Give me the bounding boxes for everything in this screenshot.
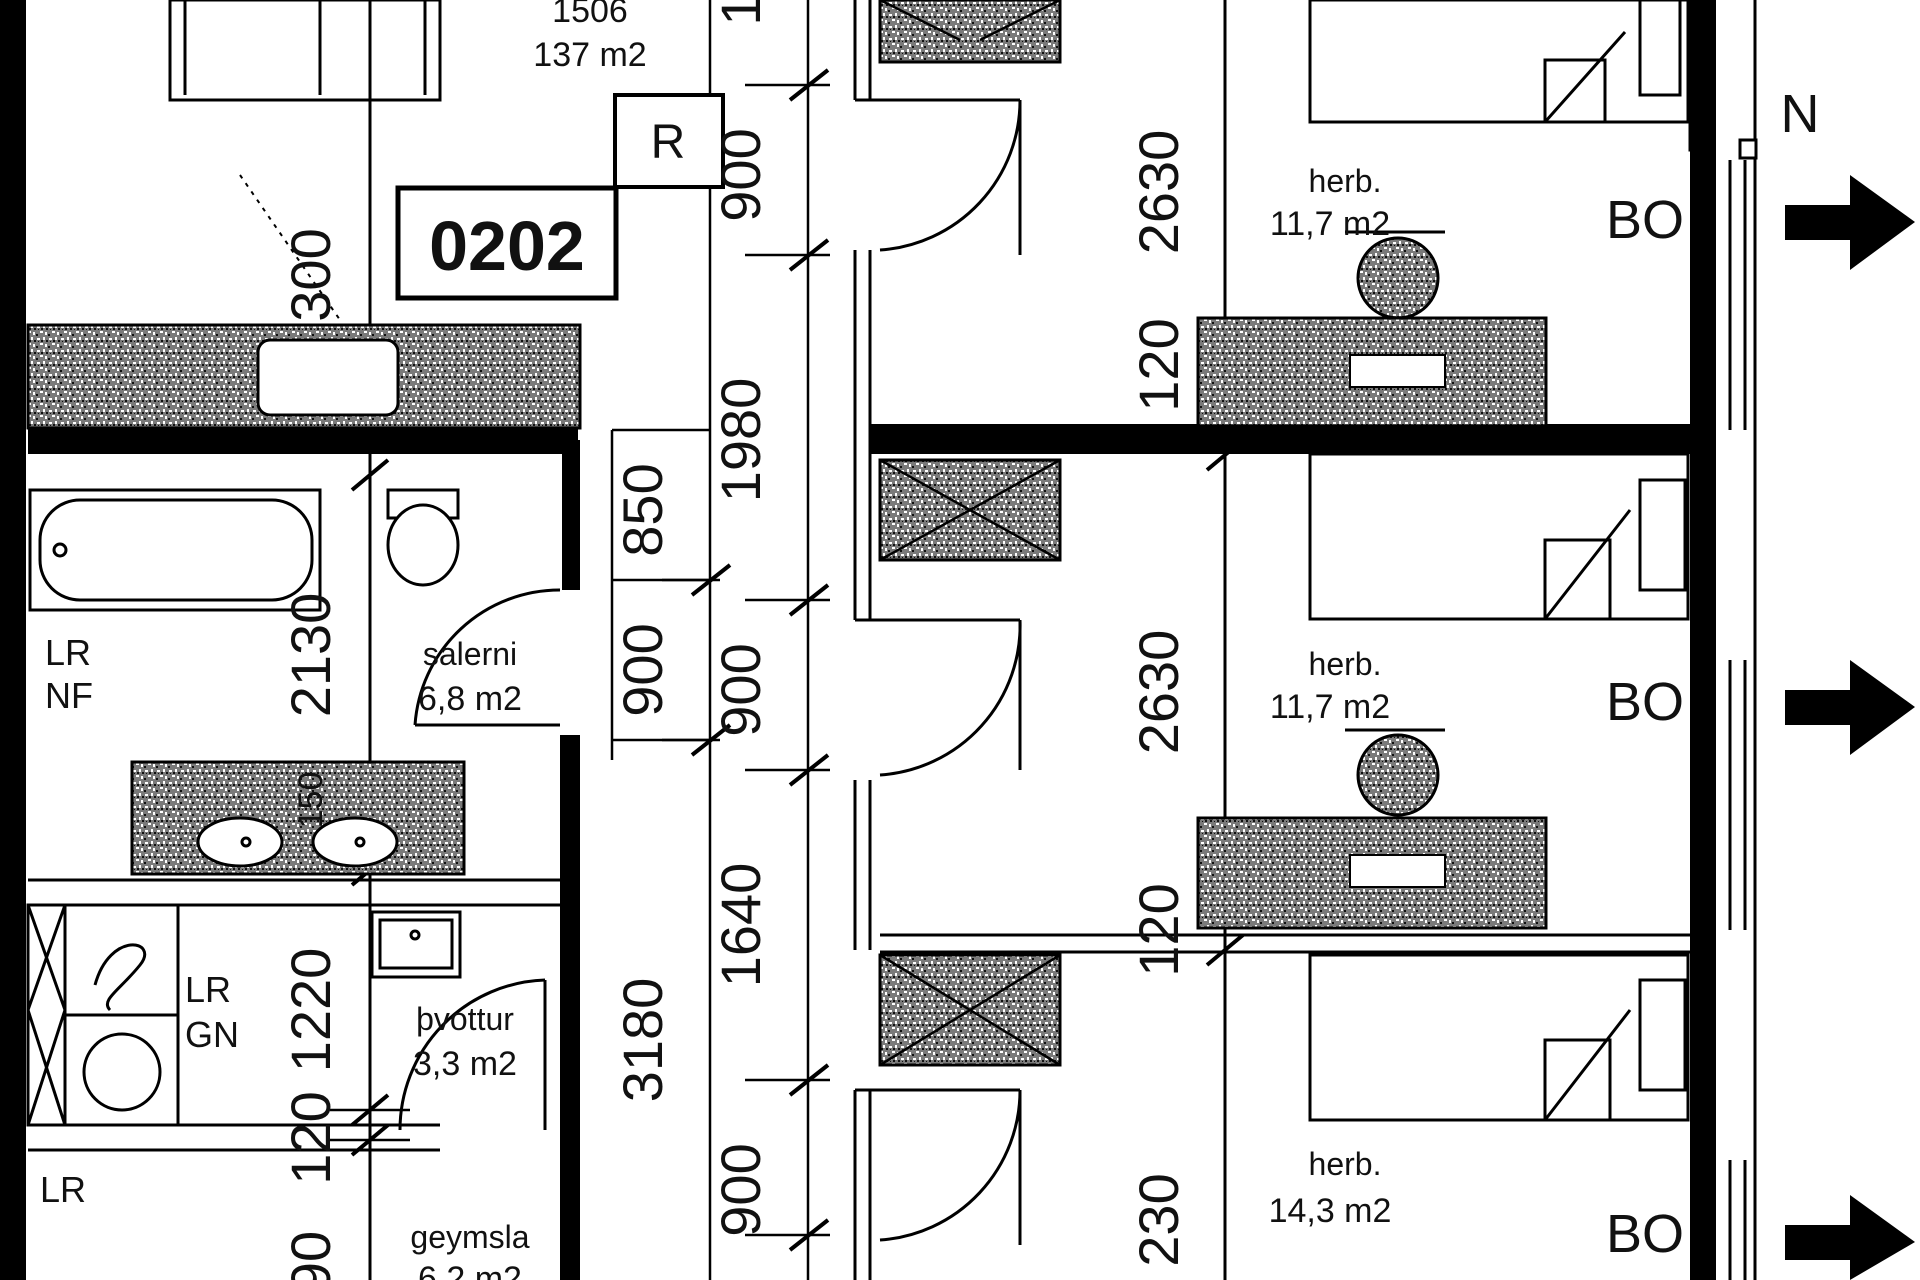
room-6-area: 6,2 m2: [418, 1260, 522, 1280]
apartment-number-box: [395, 185, 619, 301]
room-1-area: 11,7 m2: [1270, 205, 1390, 243]
dim-1980: 1980: [709, 378, 772, 503]
closet-crosses: [879, 0, 1061, 1067]
top-furniture: [168, 0, 442, 102]
north-label: N: [1781, 83, 1820, 143]
bo-label-2: BO: [1606, 672, 1684, 732]
dim-1640: 1640: [709, 863, 772, 988]
room-6-name: geymsla: [410, 1219, 529, 1255]
dim-900-top: 900: [709, 128, 772, 221]
laundry-units: [26, 903, 180, 1127]
room-3-area: 14,3 m2: [1269, 1192, 1392, 1230]
apartment-number: 0202: [429, 207, 585, 285]
room-4-area: 6,8 m2: [418, 680, 522, 718]
north-arrows: [1785, 175, 1915, 1280]
label-lr-nf-2: NF: [45, 675, 93, 716]
marker-r: R: [651, 116, 686, 169]
label-lr-gn-2: GN: [185, 1014, 239, 1055]
dim-300: 300: [279, 228, 342, 321]
dim-2630-b: 2630: [1127, 630, 1190, 755]
beds: [1308, 0, 1690, 1122]
north-arrow-3: [1785, 1195, 1915, 1280]
dim-1-top: 1: [709, 0, 772, 26]
dim-3180: 3180: [611, 978, 674, 1103]
desks: [1349, 354, 1446, 888]
north-arrow-2: [1785, 660, 1915, 755]
bo-label-1: BO: [1606, 190, 1684, 250]
apartment-area: 137 m2: [533, 36, 646, 74]
label-small-dim: 150: [292, 772, 330, 829]
bo-label-3: BO: [1606, 1204, 1684, 1264]
dim-120-a: 120: [1127, 318, 1190, 411]
dimension-ticks: [350, 68, 1245, 1252]
room-5-name: þvottur: [416, 1001, 514, 1037]
chairs: [1345, 230, 1445, 817]
wash-basins: [196, 816, 462, 979]
label-lr-gn-1: LR: [185, 969, 231, 1010]
dim-1220: 1220: [279, 948, 342, 1073]
room-5-area: 3,3 m2: [413, 1045, 517, 1083]
dim-2130: 2130: [279, 593, 342, 718]
dim-230: 230: [1127, 1173, 1190, 1266]
dim-900-c: 900: [709, 643, 772, 736]
dim-900-bottom: 900: [709, 1143, 772, 1236]
room-1-name: herb.: [1309, 163, 1382, 199]
label-lr: LR: [40, 1169, 86, 1210]
dim-2630-a: 2630: [1127, 130, 1190, 255]
room-2-name: herb.: [1309, 646, 1382, 682]
dimension-lines: [330, 0, 830, 1280]
bathtub: [28, 488, 322, 612]
walls: [0, 0, 1716, 1280]
kitchen-sink: [256, 338, 400, 417]
room-4-name: salerni: [423, 636, 517, 672]
room-2-area: 11,7 m2: [1270, 688, 1390, 726]
doors: [398, 99, 1022, 1245]
dim-120-c: 120: [279, 1091, 342, 1184]
toilet: [386, 488, 460, 587]
label-lr-nf-1: LR: [45, 632, 91, 673]
north-arrow-1: [1785, 175, 1915, 270]
marker-r-box: [613, 93, 725, 189]
room-3-name: herb.: [1309, 1146, 1382, 1182]
dim-850: 850: [611, 463, 674, 556]
dim-900-b: 900: [611, 623, 674, 716]
window-strips: [1688, 0, 1758, 1280]
dim-90: 90: [279, 1231, 342, 1280]
apartment-area-top: 1506: [552, 0, 628, 30]
dim-120-b: 120: [1127, 883, 1190, 976]
